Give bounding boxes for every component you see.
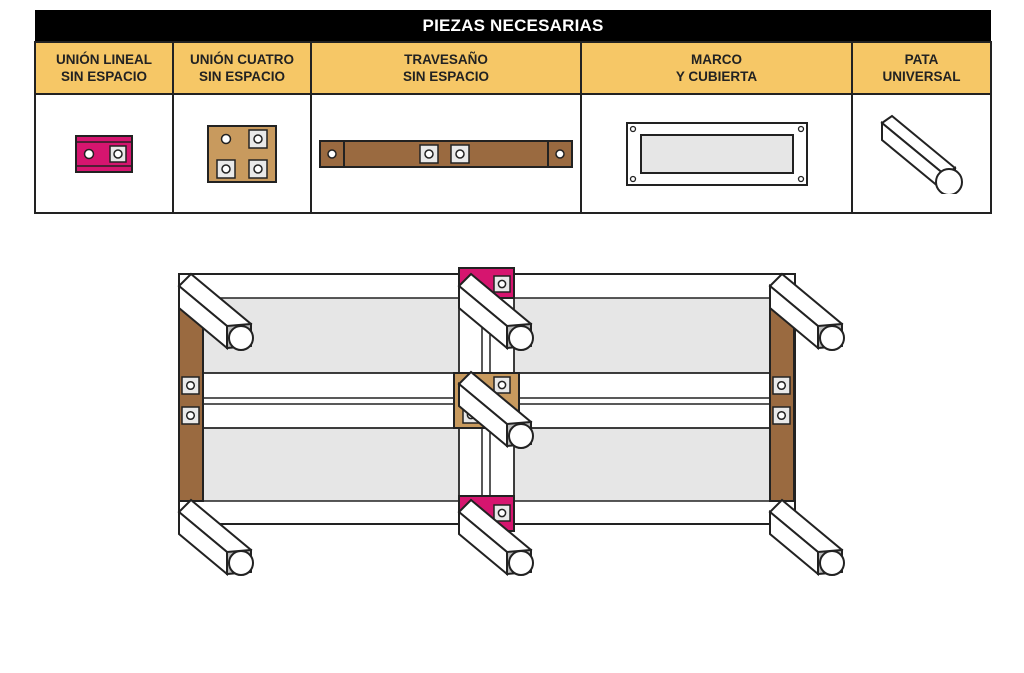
part-cell-linear-joint [34,93,174,214]
cover-panel-top-right [513,297,771,374]
crossbar-right-holes [772,376,791,425]
part-header-frame-cover: MARCO Y CUBIERTA [580,41,853,95]
part-cell-crossbar [310,93,582,214]
part-cell-frame-cover [580,93,853,214]
part-header-linear-joint: UNIÓN LINEAL SIN ESPACIO [34,41,174,95]
crossbar-left-holes [181,376,200,425]
leg-bottom-right [768,498,845,577]
leg-top-center [457,272,534,351]
cover-panel-bottom-right [513,427,771,502]
leg-bottom-left [177,498,254,577]
parts-title: PIEZAS NECESARIAS [35,10,992,42]
part-cell-leg [850,93,993,214]
part-header-leg: PATA UNIVERSAL [850,41,993,95]
linear-joint-icon [75,134,133,173]
frame-and-cover-icon [625,121,808,186]
cover-panel-bottom-left [202,427,460,502]
crossbar-right [769,297,795,502]
part-header-four-way-joint: UNIÓN CUATRO SIN ESPACIO [172,41,312,95]
crossbar-left [178,297,204,502]
four-way-joint-icon [207,124,277,183]
universal-leg-icon [879,114,963,194]
part-cell-four-way-joint [172,93,312,214]
leg-bottom-center [457,498,534,577]
assembly-diagram [177,267,845,577]
crossbar-icon [319,139,573,168]
parts-table: PIEZAS NECESARIAS UNIÓN LINEAL SIN ESPAC… [34,10,993,214]
leg-top-left [177,272,254,351]
leg-center [457,370,534,449]
part-header-crossbar: TRAVESAÑO SIN ESPACIO [310,41,582,95]
leg-top-right [768,272,845,351]
